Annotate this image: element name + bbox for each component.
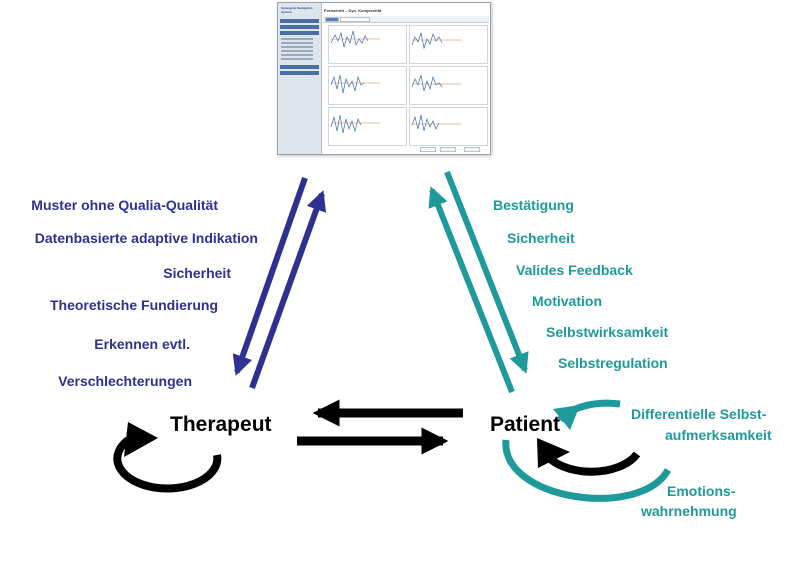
patient-awareness-loop bbox=[502, 399, 672, 502]
therapist-label-1: Muster ohne Qualia-Qualität bbox=[31, 197, 218, 213]
screenshot-logo: Synergetic Navigation System bbox=[281, 6, 313, 14]
arrow-patient-to-system bbox=[428, 186, 515, 394]
node-patient: Patient bbox=[490, 413, 561, 436]
screenshot-panel bbox=[328, 25, 407, 64]
patient-self-loop bbox=[537, 438, 641, 476]
therapist-label-4: Theoretische Fundierung bbox=[49, 297, 218, 313]
patient-label-2: Sicherheit bbox=[507, 230, 575, 246]
screenshot-panel bbox=[409, 107, 488, 146]
therapist-system-arrows bbox=[232, 177, 327, 390]
patient-label-5: Selbstwirksamkeit bbox=[546, 324, 669, 340]
patient-loop-label-3: Emotions- bbox=[667, 483, 736, 499]
arrow-system-to-patient bbox=[444, 170, 529, 374]
patient-system-arrows bbox=[428, 170, 529, 394]
screenshot-mini-charts bbox=[330, 30, 461, 134]
screenshot-panel bbox=[328, 107, 407, 146]
patient-loop-label-4: wahrnehmung bbox=[641, 503, 737, 519]
arrow-system-to-therapist bbox=[232, 177, 308, 376]
patient-label-1: Bestätigung bbox=[493, 197, 574, 213]
patient-label-4: Motivation bbox=[532, 293, 602, 309]
screenshot-title: Fortschritt – Dyn. Komplexität bbox=[324, 8, 382, 13]
patient-label-6: Selbstregulation bbox=[558, 355, 668, 371]
therapist-label-5: Erkennen evtl. bbox=[94, 336, 190, 352]
screenshot-panel bbox=[409, 25, 488, 64]
therapist-label-3: Sicherheit bbox=[163, 265, 231, 281]
patient-loop-label-1: Differentielle Selbst- bbox=[631, 406, 767, 422]
therapist-patient-arrows bbox=[297, 399, 463, 455]
therapist-self-loop bbox=[113, 422, 222, 493]
arrow-therapist-to-system bbox=[249, 190, 327, 390]
node-therapeut: Therapeut bbox=[170, 413, 272, 436]
therapist-label-2: Datenbasierte adaptive Indikation bbox=[34, 230, 258, 246]
screenshot-panel bbox=[409, 66, 488, 105]
screenshot-sidebar: Synergetic Navigation System bbox=[278, 3, 322, 154]
patient-loop-label-2: aufmerksamkeit bbox=[665, 427, 772, 443]
patient-label-3: Valides Feedback bbox=[516, 262, 633, 278]
software-screenshot: Synergetic Navigation System Fortschritt… bbox=[277, 2, 491, 155]
screenshot-panel bbox=[328, 66, 407, 105]
therapist-label-6: Verschlechterungen bbox=[58, 373, 192, 389]
